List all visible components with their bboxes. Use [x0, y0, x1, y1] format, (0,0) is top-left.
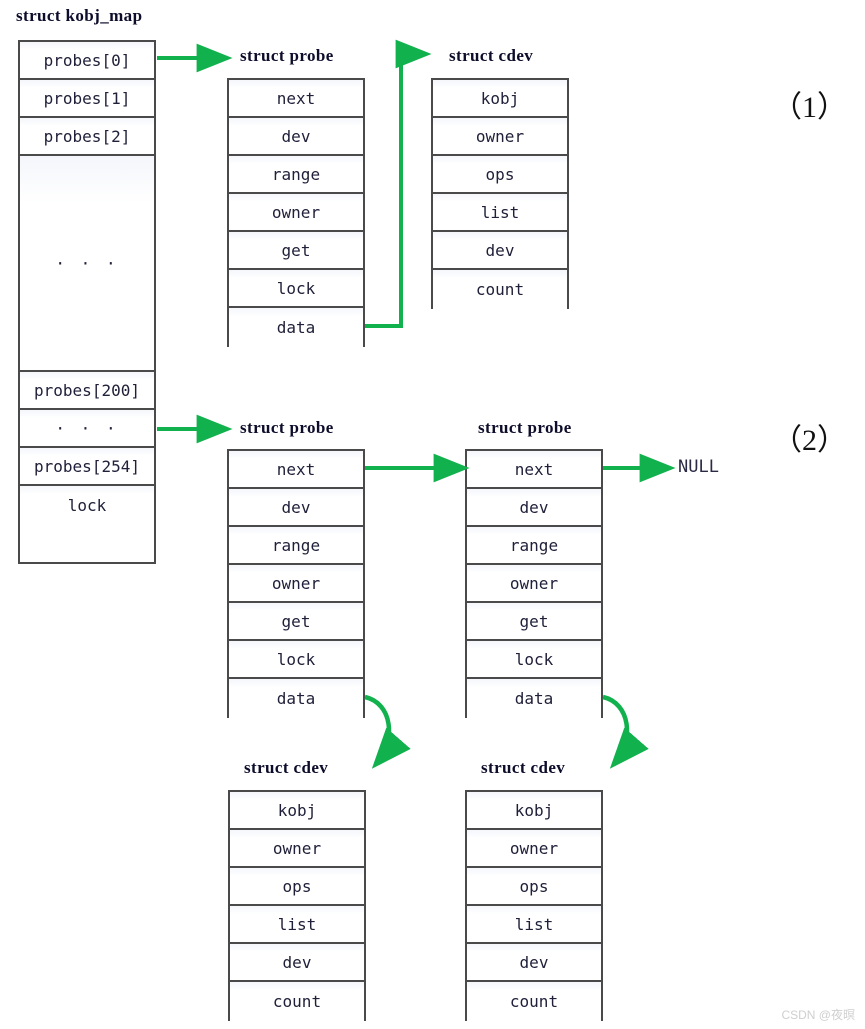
kobj-map-row-probes1: probes[1]	[20, 80, 154, 118]
section2-probe-b-title: struct probe	[478, 418, 572, 437]
kobj-map-row-probes0: probes[0]	[20, 42, 154, 80]
section2-cdev-b-box: kobj owner ops list dev count	[465, 790, 603, 1021]
kobj-map-box: probes[0] probes[1] probes[2] · · · prob…	[18, 40, 156, 564]
kobj-map-row-probes200: probes[200]	[20, 372, 154, 410]
section2-probe-b-box: next dev range owner get lock data	[465, 449, 603, 718]
cdev-a-row-owner: owner	[230, 830, 364, 868]
section1-probe-box: next dev range owner get lock data	[227, 78, 365, 347]
cdev-b-row-owner: owner	[467, 830, 601, 868]
section-1-index-label: （1）	[772, 91, 847, 124]
probe-a-row-get: get	[229, 603, 363, 641]
cdev-a-row-kobj: kobj	[230, 792, 364, 830]
probe-b-row-dev: dev	[467, 489, 601, 527]
section1-probe-title: struct probe	[240, 46, 334, 65]
probe-b-row-data: data	[467, 679, 601, 718]
cdev-row-count: count	[433, 270, 567, 309]
cdev-b-row-kobj: kobj	[467, 792, 601, 830]
kobj-map-row-ellipsis-lower: · · ·	[20, 410, 154, 448]
section2-probe-a-box: next dev range owner get lock data	[227, 449, 365, 718]
probe-row-range: range	[229, 156, 363, 194]
cdev-b-row-count: count	[467, 982, 601, 1021]
probe-row-next: next	[229, 80, 363, 118]
section1-cdev-box: kobj owner ops list dev count	[431, 78, 569, 309]
probe-row-owner: owner	[229, 194, 363, 232]
cdev-row-kobj: kobj	[433, 80, 567, 118]
cdev-a-row-ops: ops	[230, 868, 364, 906]
kobj-map-row-lock: lock	[20, 486, 154, 524]
probe-a-row-dev: dev	[229, 489, 363, 527]
probe-b-row-owner: owner	[467, 565, 601, 603]
cdev-row-list: list	[433, 194, 567, 232]
probe-row-lock: lock	[229, 270, 363, 308]
section2-cdev-a-box: kobj owner ops list dev count	[228, 790, 366, 1021]
arrow-probe-a-data-to-cdev-a	[364, 694, 411, 769]
arrow-probe-data-to-cdev	[365, 39, 432, 328]
cdev-row-dev: dev	[433, 232, 567, 270]
cdev-a-row-count: count	[230, 982, 364, 1021]
probe-a-row-lock: lock	[229, 641, 363, 679]
probe-a-row-range: range	[229, 527, 363, 565]
probe-b-row-lock: lock	[467, 641, 601, 679]
cdev-b-row-list: list	[467, 906, 601, 944]
cdev-b-row-ops: ops	[467, 868, 601, 906]
kobj-map-row-ellipsis-upper: · · ·	[20, 156, 154, 372]
section1-cdev-title: struct cdev	[449, 46, 534, 65]
probe-row-get: get	[229, 232, 363, 270]
cdev-a-row-dev: dev	[230, 944, 364, 982]
probe-a-row-data: data	[229, 679, 363, 718]
cdev-row-ops: ops	[433, 156, 567, 194]
kobj-map-row-probes254: probes[254]	[20, 448, 154, 486]
arrow-probe-b-data-to-cdev-b	[602, 694, 649, 769]
probe-row-dev: dev	[229, 118, 363, 156]
cdev-b-row-dev: dev	[467, 944, 601, 982]
section2-cdev-b-title: struct cdev	[481, 758, 566, 777]
watermark-label: CSDN @夜暝	[781, 1008, 855, 1022]
cdev-row-owner: owner	[433, 118, 567, 156]
probe-b-row-next: next	[467, 451, 601, 489]
kobj-map-title: struct kobj_map	[16, 6, 143, 25]
cdev-a-row-list: list	[230, 906, 364, 944]
probe-row-data: data	[229, 308, 363, 347]
probe-b-row-get: get	[467, 603, 601, 641]
section2-cdev-a-title: struct cdev	[244, 758, 329, 777]
null-pointer-label: NULL	[678, 457, 719, 477]
probe-a-row-owner: owner	[229, 565, 363, 603]
probe-b-row-range: range	[467, 527, 601, 565]
kobj-map-row-probes2: probes[2]	[20, 118, 154, 156]
probe-a-row-next: next	[229, 451, 363, 489]
section-2-index-label: （2）	[772, 424, 847, 457]
section2-probe-a-title: struct probe	[240, 418, 334, 437]
